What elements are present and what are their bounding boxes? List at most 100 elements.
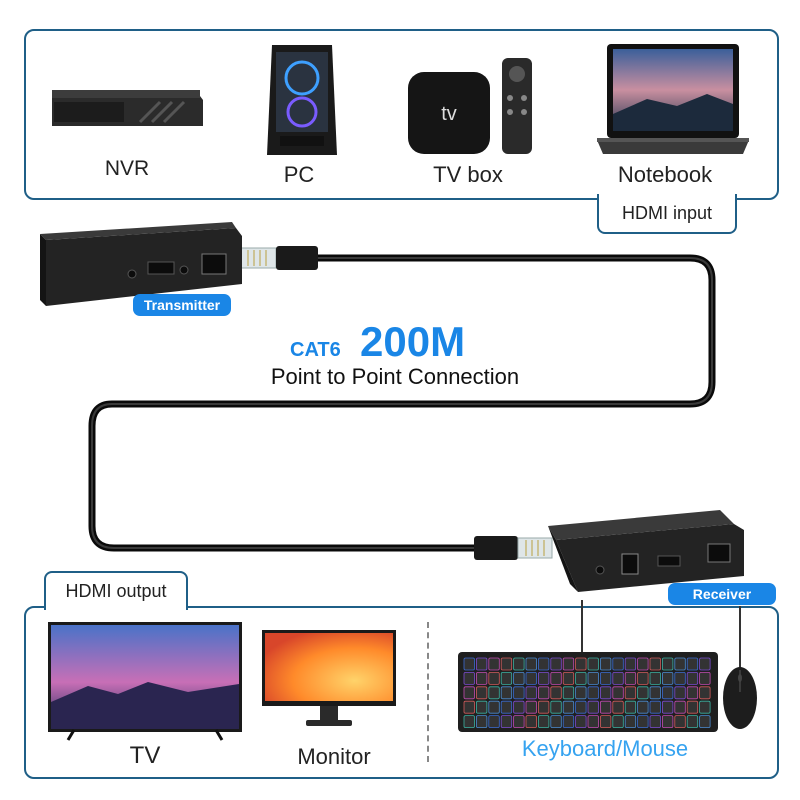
keyboard-key <box>674 657 686 671</box>
keyboard-key <box>488 671 500 685</box>
device-label-keyboard-mouse: Keyboard/Mouse <box>521 736 689 761</box>
hdmi-output-label: HDMI output <box>65 581 167 601</box>
keyboard-key <box>513 671 525 685</box>
keyboard-key <box>686 657 699 671</box>
keyboard-key <box>575 686 587 700</box>
keyboard-key <box>525 657 537 671</box>
keyboard-key <box>562 686 575 700</box>
cable-type-label: CAT6 <box>290 339 341 361</box>
keyboard-key <box>463 700 475 714</box>
keyboard-key <box>637 671 649 685</box>
keyboard-key <box>686 700 699 714</box>
keyboard-key <box>637 657 649 671</box>
device-label-monitor: Monitor <box>297 744 371 769</box>
keyboard-key <box>575 657 587 671</box>
hdmi-output-tab: HDMI output <box>44 571 188 610</box>
keyboard-icon <box>458 652 718 732</box>
nvr-icon <box>52 90 203 126</box>
keyboard-key <box>488 700 500 714</box>
device-label-nvr: NVR <box>104 157 150 180</box>
device-label-tv: TV <box>129 742 161 769</box>
cable-distance-label: 200M <box>360 318 466 365</box>
keyboard-key <box>612 700 624 714</box>
keyboard-key <box>587 715 599 728</box>
keyboard-key <box>649 671 661 685</box>
keyboard-key <box>550 686 562 700</box>
keyboard-key <box>599 657 612 671</box>
tab-gap-cover <box>46 605 182 609</box>
keyboard-key <box>475 671 488 685</box>
keyboard-key <box>624 671 637 685</box>
tv-icon <box>48 622 242 741</box>
keyboard-key <box>686 715 699 728</box>
keyboard-key <box>463 686 475 700</box>
keyboard-key <box>612 715 624 728</box>
keyboard-key <box>525 686 537 700</box>
keyboard-key <box>513 657 525 671</box>
keyboard-key <box>550 671 562 685</box>
keyboard-key <box>699 686 711 700</box>
keyboard-key <box>649 715 661 728</box>
keyboard-key <box>488 657 500 671</box>
keyboard-key <box>587 686 599 700</box>
keyboard-key <box>599 686 612 700</box>
laptop-icon <box>597 44 749 154</box>
keyboard-key <box>637 715 649 728</box>
keyboard-key <box>624 700 637 714</box>
keyboard-key <box>612 657 624 671</box>
monitor-icon <box>262 630 396 726</box>
pc-tower-icon <box>267 45 337 155</box>
keyboard-key <box>525 671 537 685</box>
keyboard-key <box>599 671 612 685</box>
keyboard-key <box>562 657 575 671</box>
keyboard-key <box>550 715 562 728</box>
keyboard-key <box>587 657 599 671</box>
keyboard-key <box>538 700 550 714</box>
keyboard-key <box>661 686 674 700</box>
keyboard-key <box>575 700 587 714</box>
hdmi-input-label: HDMI input <box>621 202 713 223</box>
keyboard-key <box>500 700 513 714</box>
keyboard-key <box>674 671 686 685</box>
keyboard-key <box>513 715 525 728</box>
keyboard-key <box>624 686 637 700</box>
keyboard-key <box>637 700 649 714</box>
keyboard-key <box>624 715 637 728</box>
keyboard-key <box>538 686 550 700</box>
keyboard-key <box>500 715 513 728</box>
keyboard-key <box>525 700 537 714</box>
svg-text:tv: tv <box>441 103 457 125</box>
receiver-box-icon <box>548 510 744 592</box>
keyboard-key <box>699 715 711 728</box>
keyboard-key <box>661 715 674 728</box>
keyboard-key <box>649 686 661 700</box>
keyboard-key <box>575 671 587 685</box>
keyboard-key <box>475 657 488 671</box>
keyboard-key <box>587 700 599 714</box>
keyboard-key <box>488 715 500 728</box>
keyboard-key <box>649 657 661 671</box>
keyboard-key <box>649 700 661 714</box>
keyboard-key <box>562 715 575 728</box>
tv-box-icon: tv <box>408 58 532 154</box>
keyboard-key <box>538 671 550 685</box>
keyboard-key <box>550 700 562 714</box>
keyboard-key <box>500 686 513 700</box>
panel-divider <box>427 622 429 762</box>
keyboard-key <box>475 686 488 700</box>
keyboard-key <box>463 671 475 685</box>
keyboard-key <box>599 715 612 728</box>
transmitter-box-icon <box>40 222 242 306</box>
keyboard-key <box>463 657 475 671</box>
keyboard-key <box>624 657 637 671</box>
keyboard-key <box>550 657 562 671</box>
hdmi-input-tab: HDMI input <box>597 194 737 234</box>
keyboard-key <box>661 657 674 671</box>
rj45-connector-receiver <box>474 536 553 560</box>
device-label-pc: PC <box>283 162 315 187</box>
keyboard-key <box>562 700 575 714</box>
keyboard-key <box>488 686 500 700</box>
keyboard-key <box>686 686 699 700</box>
